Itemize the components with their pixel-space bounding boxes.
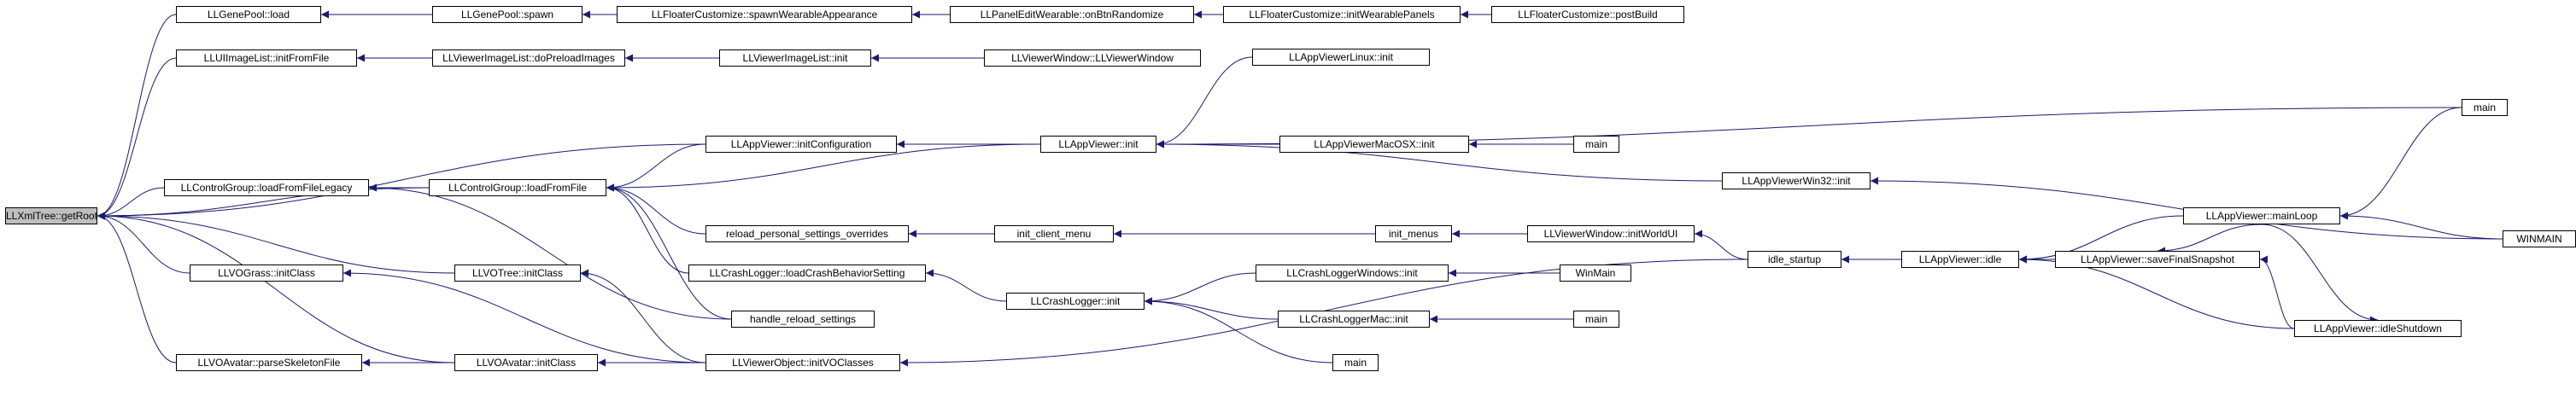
node-controlgroup-loadfromfilelegacy[interactable]: LLControlGroup::loadFromFileLegacy (164, 179, 369, 196)
node-genepool-spawn[interactable]: LLGenePool::spawn (432, 6, 583, 23)
node-floatercustomize-initwearablepanels[interactable]: LLFloaterCustomize::initWearablePanels (1223, 6, 1461, 23)
node-uiimagelist-initfromfile[interactable]: LLUIImageList::initFromFile (176, 49, 357, 67)
node-voavatar-initclass[interactable]: LLVOAvatar::initClass (454, 354, 598, 371)
node-crashloggerwindows-init[interactable]: LLCrashLoggerWindows::init (1256, 265, 1449, 282)
edge-n36-to-n16 (606, 183, 732, 320)
node-reload-personal-settings-overrides[interactable]: reload_personal_settings_overrides (705, 225, 909, 242)
edge-n12-to-n16 (606, 143, 706, 192)
node-voavatar-parseskeletonfile[interactable]: LLVOAvatar::parseSkeletonFile (176, 354, 362, 371)
edge-n28-to-n16 (606, 183, 689, 274)
edge-n35-to-n34 (2259, 255, 2295, 329)
node-viewerimagelist-init[interactable]: LLViewerImageList::init (719, 49, 871, 67)
node-appviewer-mainloop[interactable]: LLAppViewer::mainLoop (2183, 207, 2340, 224)
edge-n12-to-n0 (97, 143, 706, 220)
node-idle-startup[interactable]: idle_startup (1748, 251, 1841, 268)
node-appviewerwin32-init[interactable]: LLAppViewerWin32::init (1722, 172, 1871, 189)
edge-n13-to-n16 (606, 143, 1041, 192)
node-main-macosx[interactable]: main (1573, 136, 1619, 153)
edge-n25-to-n34 (2157, 224, 2263, 255)
edge-n14-to-n25 (2339, 107, 2462, 220)
node-main-crashloggermac[interactable]: main (1573, 311, 1619, 328)
edge-n42-to-n27 (580, 269, 706, 363)
node-winmain-crashlogger[interactable]: WinMain (1560, 265, 1631, 282)
node-appviewer-idle[interactable]: LLAppViewer::idle (1901, 251, 2019, 268)
node-floatercustomize-spawnwearableappearance[interactable]: LLFloaterCustomize::spawnWearableAppeara… (617, 6, 912, 23)
edge-n1-to-n0 (97, 14, 177, 220)
edge-n11-to-n13 (1156, 56, 1253, 148)
node-appviewer-initconfiguration[interactable]: LLAppViewer::initConfiguration (705, 136, 897, 153)
node-controlgroup-loadfromfile[interactable]: LLControlGroup::loadFromFile (429, 179, 606, 196)
node-genepool-load[interactable]: LLGenePool::load (176, 6, 321, 23)
node-viewerobject-initvoclasses[interactable]: LLViewerObject::initVOClasses (705, 354, 900, 371)
node-handle-reload-settings[interactable]: handle_reload_settings (731, 311, 875, 328)
node-main-top[interactable]: main (2462, 99, 2508, 116)
edge-n42-to-n26 (342, 269, 706, 363)
edge-n7-to-n0 (97, 57, 177, 220)
node-appviewer-init[interactable]: LLAppViewer::init (1040, 136, 1156, 153)
node-crashloggermac-init[interactable]: LLCrashLoggerMac::init (1278, 311, 1430, 328)
edge-n25-to-n33 (2018, 215, 2184, 264)
node-init-client-menu[interactable]: init_client_menu (994, 225, 1114, 242)
node-vograss-initclass[interactable]: LLVOGrass::initClass (190, 265, 343, 282)
node-appviewermacosx-init[interactable]: LLAppViewerMacOSX::init (1279, 136, 1469, 153)
edge-n15-to-n0 (97, 187, 165, 220)
edge-n25-to-n35 (2261, 224, 2379, 324)
node-votree-initclass[interactable]: LLVOTree::initClass (454, 265, 581, 282)
node-crashlogger-init[interactable]: LLCrashLogger::init (1006, 293, 1145, 310)
node-viewerwindow-initworldui[interactable]: LLViewerWindow::initWorldUI (1527, 225, 1695, 242)
node-winmain-upper[interactable]: WINMAIN (2503, 230, 2576, 247)
node-crashlogger-loadcrashbehaviorsetting[interactable]: LLCrashLogger::loadCrashBehaviorSetting (688, 265, 926, 282)
node-viewerimagelist-dopreloadimages[interactable]: LLViewerImageList::doPreloadImages (432, 49, 625, 67)
edge-n19-to-n13 (1156, 140, 1723, 182)
edge-n41-to-n0 (97, 212, 455, 363)
node-xmltree-getroot[interactable]: LLXmlTree::getRoot (5, 207, 97, 224)
node-floatercustomize-postbuild[interactable]: LLFloaterCustomize::postBuild (1491, 6, 1684, 23)
edge-n29-to-n28 (925, 269, 1007, 302)
edge-n36-to-n15 (368, 183, 732, 320)
edge-n20-to-n25 (2339, 212, 2503, 240)
edge-n38-to-n29 (1144, 297, 1333, 363)
edge-n32-to-n24 (1694, 230, 1748, 260)
node-main-crashlogger[interactable]: main (1332, 354, 1379, 371)
edge-n21-to-n16 (606, 183, 706, 235)
edge-n27-to-n0 (97, 212, 455, 274)
edge-n40-to-n0 (97, 212, 177, 363)
edge-n30-to-n29 (1144, 272, 1256, 305)
node-appviewerlinux-init[interactable]: LLAppViewerLinux::init (1252, 49, 1430, 66)
node-paneleditwearable-onbtnrandomize[interactable]: LLPanelEditWearable::onBtnRandomize (950, 6, 1194, 23)
edge-n26-to-n0 (97, 212, 190, 274)
node-init-menus[interactable]: init_menus (1375, 225, 1452, 242)
node-appviewer-savefinalsnapshot[interactable]: LLAppViewer::saveFinalSnapshot (2055, 251, 2260, 268)
node-viewerwindow-llviewerwindow[interactable]: LLViewerWindow::LLViewerWindow (984, 49, 1201, 67)
node-appviewer-idleshutdown[interactable]: LLAppViewer::idleShutdown (2294, 320, 2462, 337)
edge-n35-to-n33 (2018, 255, 2295, 329)
